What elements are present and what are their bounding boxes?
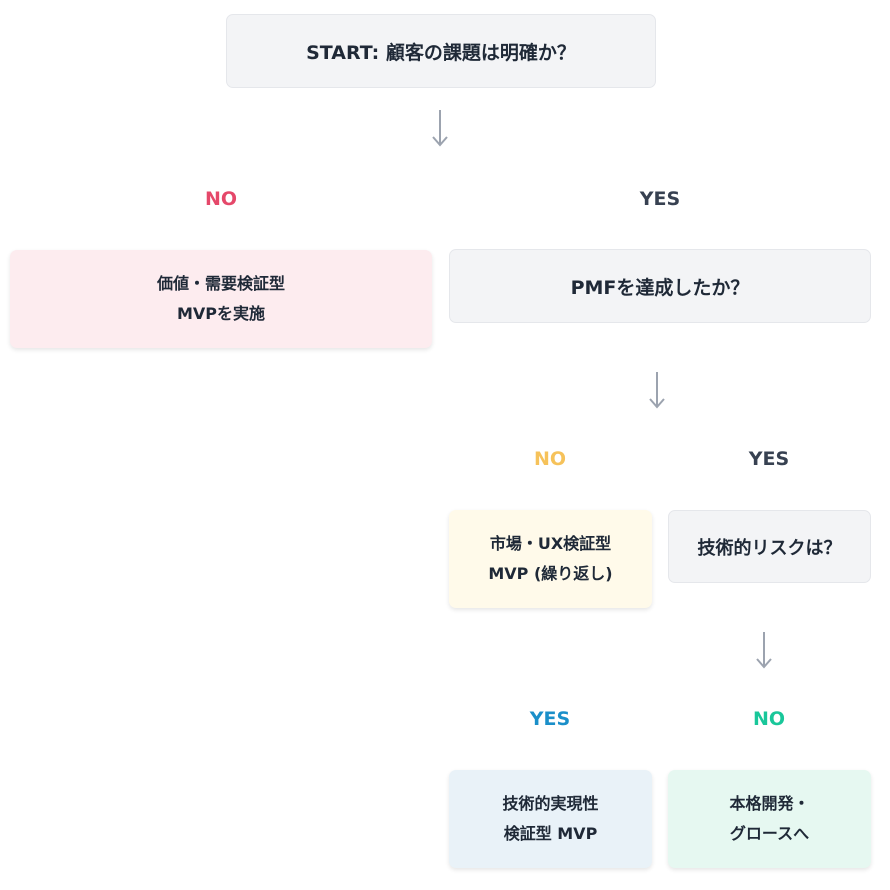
risk-no-label: NO [752,708,786,730]
full-dev-line2: グロースへ [729,824,810,843]
full-development-box: 本格開発・ グロースへ [668,770,871,868]
pmf-no-label: NO [533,448,567,470]
market-ux-mvp-box: 市場・UX検証型 MVP (繰り返し) [449,510,652,608]
value-mvp-line2: MVPを実施 [176,304,266,323]
arrow-down-icon [756,632,772,669]
start-no-label: NO [204,188,238,210]
pmf-yes-label: YES [748,448,790,470]
tech-risk-text: 技術的リスクは？ [697,537,842,559]
start-question-text: START: 顧客の課題は明確か？ [306,41,576,64]
value-demand-mvp-box: 価値・需要検証型 MVPを実施 [10,250,432,348]
arrow-down-icon [649,372,665,409]
tech-risk-question: 技術的リスクは？ [668,510,871,583]
tech-feasibility-line2: 検証型 MVP [503,824,598,843]
arrow-down-icon [432,110,448,147]
full-dev-line1: 本格開発・ [729,794,810,813]
tech-feasibility-mvp-box: 技術的実現性 検証型 MVP [449,770,652,868]
pmf-question: PMFを達成したか？ [449,249,871,323]
risk-yes-label: YES [529,708,571,730]
value-mvp-line1: 価値・需要検証型 [156,274,285,293]
tech-feasibility-line1: 技術的実現性 [502,794,599,813]
start-question: START: 顧客の課題は明確か？ [226,14,656,88]
start-yes-label: YES [639,188,681,210]
market-ux-line1: 市場・UX検証型 [489,534,612,553]
pmf-question-text: PMFを達成したか？ [570,276,750,299]
market-ux-line2: MVP (繰り返し) [488,564,613,583]
